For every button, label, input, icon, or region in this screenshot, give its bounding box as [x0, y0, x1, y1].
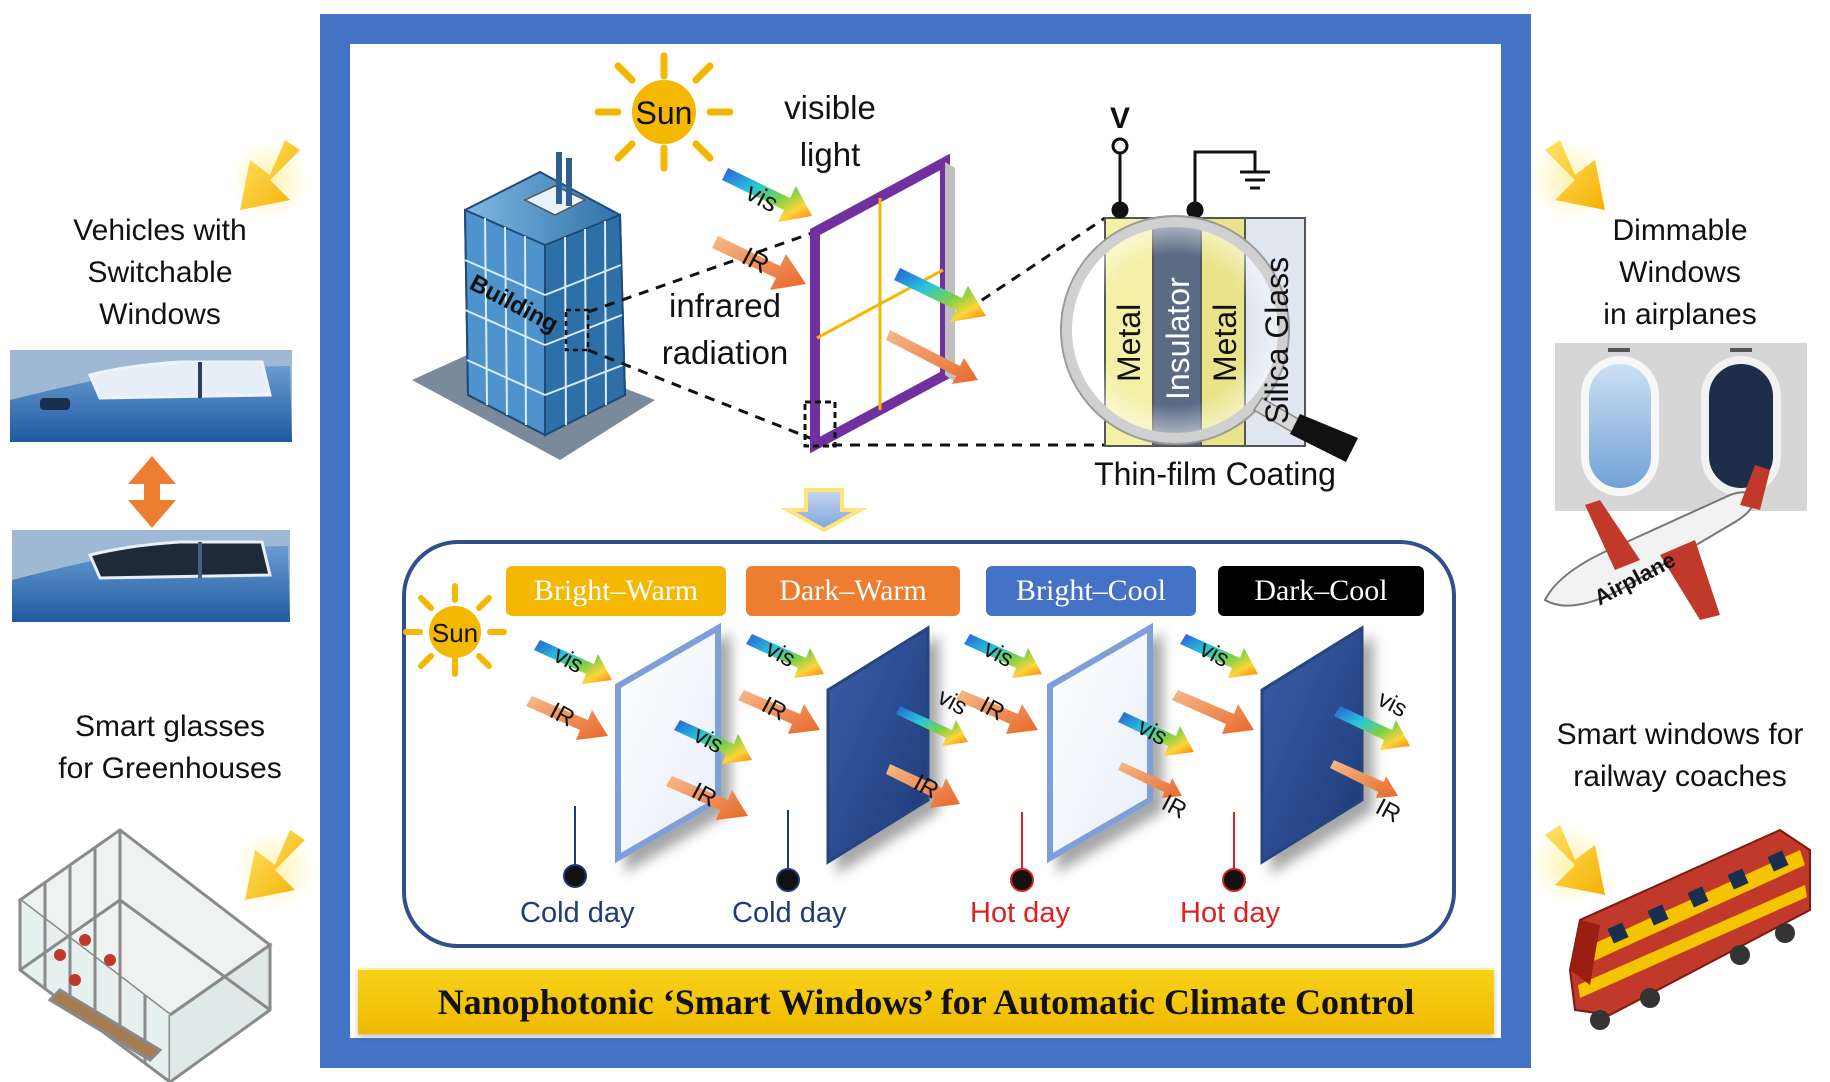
sun-text: Sun: [636, 95, 693, 131]
thermometer-hot-2-icon: [1222, 812, 1246, 892]
infrared-label: infrared radiation: [661, 287, 789, 371]
arrow-to-greenhouse-icon: [235, 830, 315, 910]
greenhouse-image: [17, 828, 273, 1082]
pane-dark-cool: [1260, 625, 1364, 865]
railway-label: Smart windows for railway coaches: [1556, 718, 1804, 793]
thermometer-cold-1-icon: [563, 806, 587, 888]
train-image: [1568, 828, 1811, 1030]
building-icon: [412, 152, 655, 460]
vis-label-4-out: vis: [1373, 685, 1412, 723]
double-arrow-icon: [128, 456, 176, 528]
magnifier-icon: [1060, 215, 1358, 462]
layer-metal-2: Metal: [1207, 304, 1243, 382]
layer-metal-1: Metal: [1111, 304, 1147, 382]
day-label-3: Hot day: [970, 897, 1070, 929]
incoming-arrows: [526, 634, 1258, 740]
state-bright-cool: Bright–Cool: [986, 566, 1196, 616]
vis-label-2-out: vis: [933, 683, 972, 721]
panel-sun-text: Sun: [432, 618, 478, 648]
thin-film-coating-label: Thin-film Coating: [1094, 456, 1336, 492]
vehicles-label: Vehicles with Switchable Windows: [73, 214, 247, 331]
layer-silica: Silica Glass: [1259, 257, 1295, 424]
pane-dark-warm: [826, 625, 930, 865]
voltage-text: V: [1110, 102, 1130, 135]
car-bright-window-image: [10, 350, 292, 442]
day-label-4: Hot day: [1180, 897, 1280, 929]
thermometer-hot-1-icon: [1010, 812, 1034, 892]
ir-arrow-out-icon: [886, 330, 978, 384]
car-dark-window-image: [12, 530, 290, 622]
vis-arrow-out-icon: [894, 268, 986, 322]
ir-label-4-out: IR: [1371, 793, 1405, 828]
window-icon: [803, 153, 955, 454]
visible-light-label: visible light: [784, 89, 876, 173]
sun-icon: [594, 52, 734, 172]
thermometer-cold-2-icon: [776, 810, 800, 892]
outgoing-arrows: [666, 706, 1410, 820]
down-arrow-icon: [780, 488, 868, 533]
ir-label-3-out: IR: [1157, 789, 1191, 824]
diagram-title: Nanophotonic ‘Smart Windows’ for Automat…: [358, 968, 1494, 1034]
ir-arrow-in-icon: [712, 236, 806, 290]
vis-arrow-in-icon: [722, 168, 812, 222]
arrow-to-train-icon: [1530, 825, 1610, 905]
arrow-to-airplane-icon: [1530, 140, 1610, 220]
day-label-2: Cold day: [732, 897, 847, 929]
state-dark-warm: Dark–Warm: [746, 566, 960, 616]
airplanes-label: Dimmable Windows in airplanes: [1603, 214, 1757, 331]
panel-sun-icon: [403, 583, 507, 677]
pane-bright-cool: [1047, 622, 1153, 864]
arrow-to-vehicles-icon: [230, 140, 310, 220]
day-label-1: Cold day: [520, 897, 635, 929]
greenhouses-label: Smart glasses for Greenhouses: [58, 710, 282, 785]
state-dark-cool: Dark–Cool: [1218, 566, 1424, 616]
state-bright-warm: Bright–Warm: [506, 566, 726, 616]
layer-insulator: Insulator: [1160, 277, 1196, 400]
